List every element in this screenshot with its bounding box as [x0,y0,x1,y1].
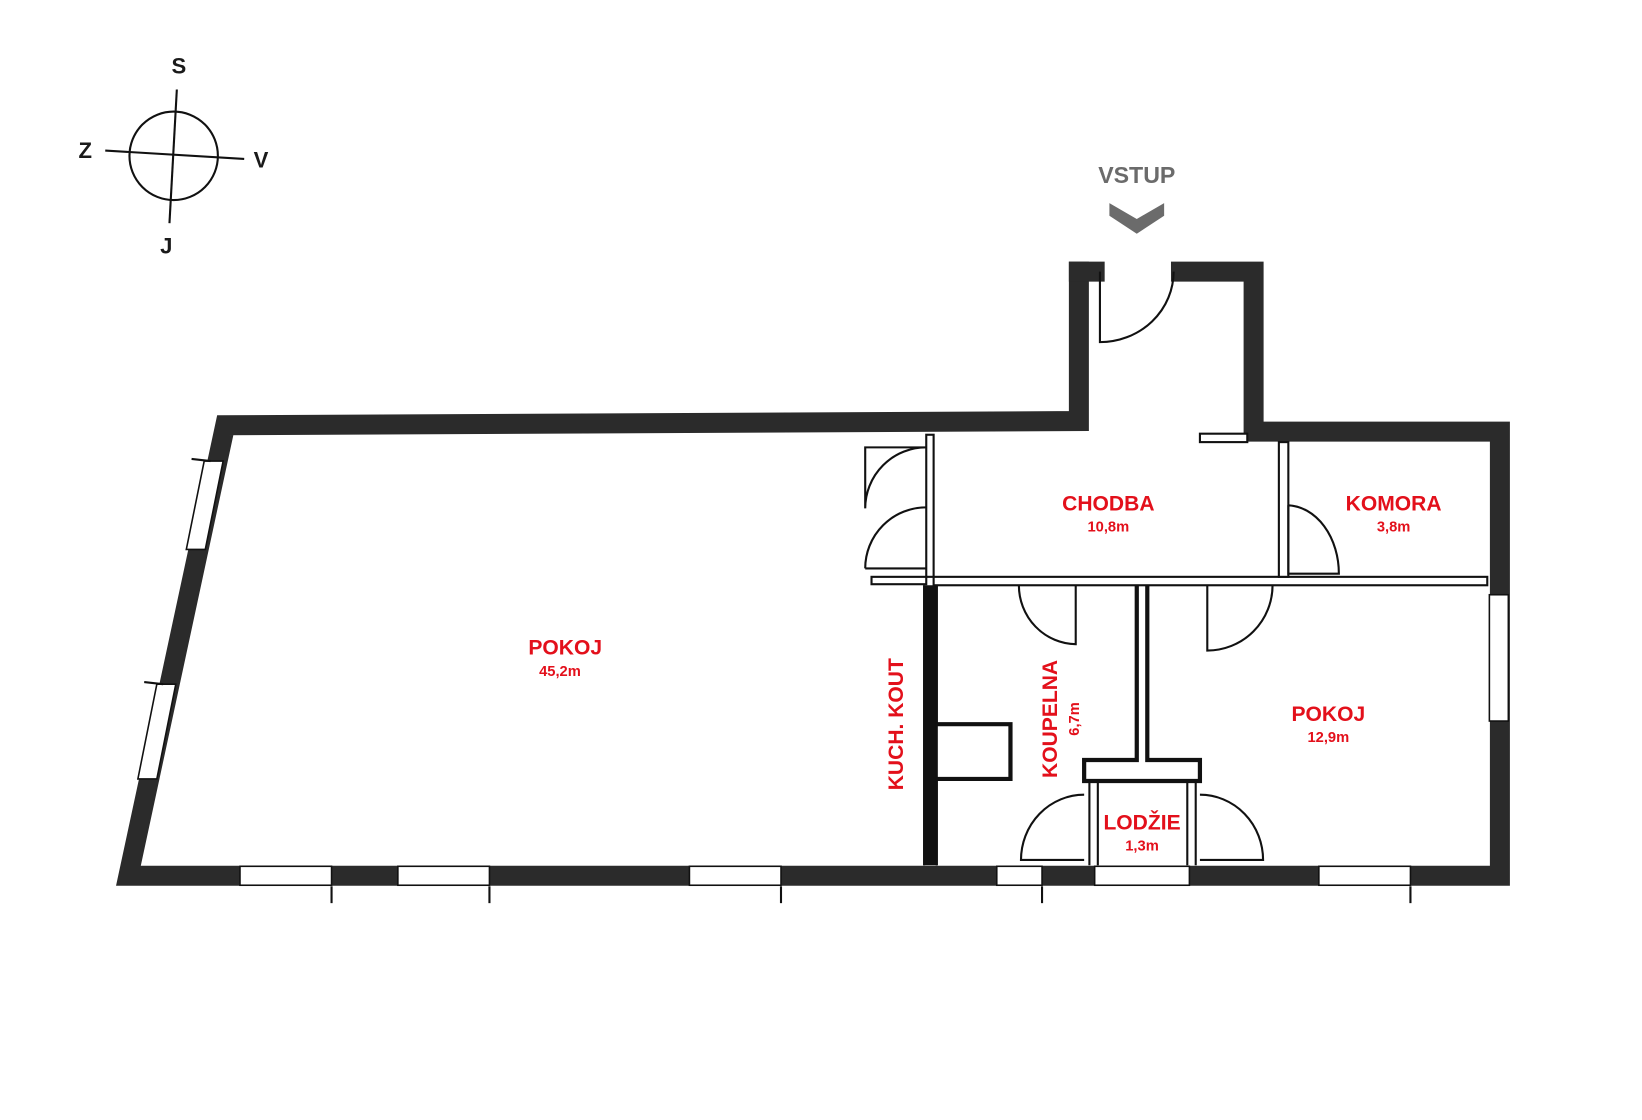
entrance-label: VSTUP [1098,162,1175,188]
door-icon [1017,585,1077,646]
compass: S J Z V [79,54,269,259]
room-name: KOUPELNA [1039,660,1062,778]
room-name: LODŽIE [1103,810,1180,834]
window [1318,865,1412,887]
room-area: 3,8m [1377,520,1411,536]
room-area: 10,8m [1087,520,1129,536]
double-door-icon [864,446,927,509]
window [136,683,177,780]
compass-south: J [160,234,172,259]
window [995,865,1043,887]
room-area: 1,3m [1125,839,1159,855]
window [1488,593,1510,722]
door-icon [1206,585,1274,652]
interior-walls [870,432,1489,866]
outer-walls [116,261,1510,886]
entrance-arrow-icon [1109,203,1165,234]
room-area: 45,2m [539,664,581,680]
doors [864,271,1340,862]
window [185,460,225,551]
room-name: KUCH. KOUT [885,658,908,790]
compass-circle-icon [128,110,219,202]
room-name: POKOJ [528,637,602,660]
window [1093,865,1191,887]
loggia-door-icon [1019,793,1085,862]
compass-east: V [254,147,269,172]
room-name: KOMORA [1346,493,1442,516]
windows [136,457,1510,904]
room-name: POKOJ [1291,703,1365,726]
room-labels: POKOJ 45,2m CHODBA 10,8m KOMORA 3,8m KUC… [528,493,1441,855]
room-area: 12,9m [1307,730,1349,746]
window [688,865,782,887]
compass-ew-line [105,149,245,161]
loggia-door-icon [1199,793,1265,862]
room-name: CHODBA [1062,493,1154,516]
compass-ns-line [168,89,178,224]
room-area: 6,7m [1067,702,1083,736]
window [397,865,491,887]
window [239,865,333,887]
compass-west: Z [79,138,93,163]
compass-north: S [172,54,187,79]
door-icon [1287,504,1340,575]
entrance-door-icon [1098,271,1175,344]
